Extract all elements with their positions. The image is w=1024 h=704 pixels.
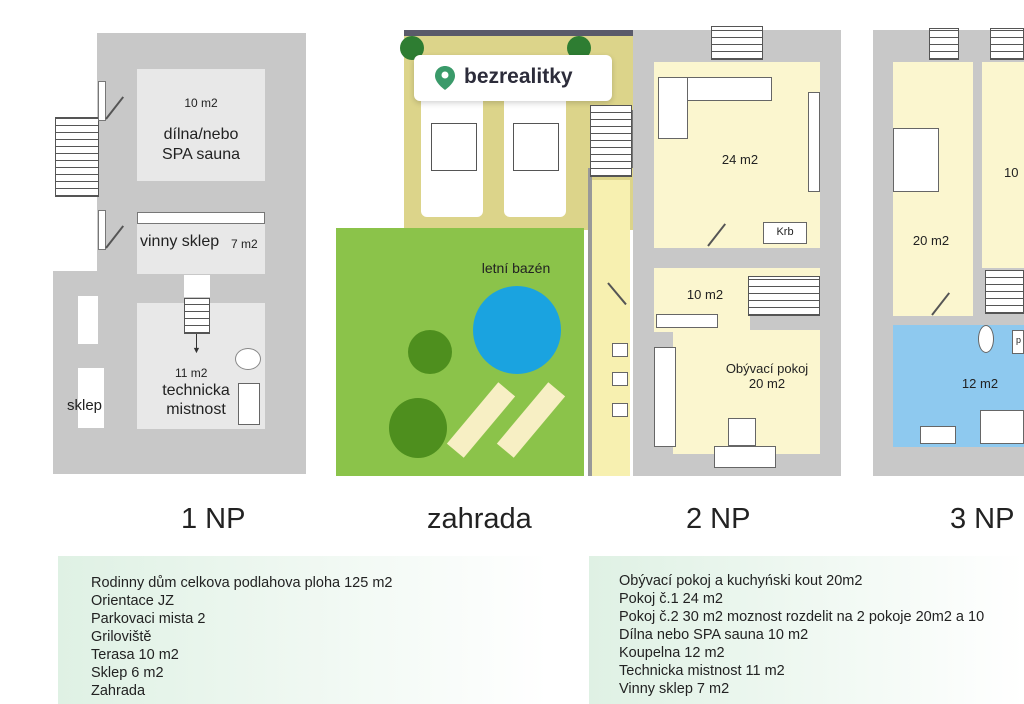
pool xyxy=(473,286,561,374)
tech-name-1: technicka xyxy=(162,382,230,399)
bathtub xyxy=(980,410,1024,444)
dilna-name-2: SPA sauna xyxy=(162,146,240,163)
room-dilna xyxy=(137,69,265,181)
vinny-sklep-label: vinny sklep xyxy=(140,233,220,250)
boiler xyxy=(235,348,261,370)
vinny-sklep-area: 7 m2 xyxy=(231,237,258,251)
info-right-item: Koupelna 12 m2 xyxy=(619,645,725,661)
tree-icon xyxy=(389,398,447,458)
info-left-item: Terasa 10 m2 xyxy=(91,647,179,663)
room-vinny-sklep xyxy=(137,224,265,274)
toilet-icon xyxy=(978,325,994,353)
parking-spot-2 xyxy=(504,95,566,217)
info-left-item: Orientace JZ xyxy=(91,593,174,609)
car-2 xyxy=(513,123,559,171)
sink xyxy=(920,426,956,444)
fireplace-label: Krb xyxy=(776,226,794,238)
bath-tag: p xyxy=(1016,335,1022,345)
car-1 xyxy=(431,123,477,171)
room-10m2 xyxy=(982,62,1024,268)
living-name: Obývací pokoj xyxy=(725,361,809,376)
info-left-item: Zahrada xyxy=(91,683,146,699)
stairs-np2 xyxy=(748,276,820,316)
sklep-label: sklep xyxy=(67,397,103,414)
terrace-stairs xyxy=(590,105,632,177)
bath-area: 12 m2 xyxy=(961,376,999,391)
info-right-item: Dílna nebo SPA sauna 10 m2 xyxy=(619,627,809,643)
info-panel-left xyxy=(58,556,548,704)
pool-label: letní bazén xyxy=(481,260,551,276)
kitchen-unit xyxy=(654,347,676,447)
living-area: 20 m2 xyxy=(748,376,786,391)
info-left-item: Rodinny dům celkova podlahova ploha 125 … xyxy=(91,575,393,591)
info-left-item: Griloviště xyxy=(91,629,152,645)
info-right-item: Obývací pokoj a kuchyński kout 20m2 xyxy=(619,573,863,589)
caption-3np: 3 NP xyxy=(950,503,1015,535)
brand-logo[interactable]: bezrealitky xyxy=(414,55,612,101)
info-right-item: Technicka mistnost 11 m2 xyxy=(619,663,785,679)
dilna-area: 10 m2 xyxy=(184,96,218,110)
fireplace xyxy=(763,222,807,244)
tank xyxy=(238,383,260,425)
info-panel-right xyxy=(589,556,1024,704)
bed xyxy=(893,128,939,192)
caption-2np: 2 NP xyxy=(686,503,751,535)
logo-text: bezrealitky xyxy=(464,65,573,88)
info-list-right: Obývací pokoj a kuchyński kout 20m2 Poko… xyxy=(619,572,984,698)
stairs-np1-lower xyxy=(184,298,210,334)
caption-1np: 1 NP xyxy=(181,503,246,535)
hall-area: 10 m2 xyxy=(686,287,724,302)
info-list-left: Rodinny dům celkova podlahova ploha 125 … xyxy=(91,574,392,700)
tech-area: 11 m2 xyxy=(175,366,208,380)
room-right-area: 10 xyxy=(1004,165,1019,180)
info-right-item: Vinny sklep 7 m2 xyxy=(619,681,730,697)
info-right-item: Pokoj č.2 30 m2 moznost rozdelit na 2 po… xyxy=(619,609,985,625)
info-left-item: Parkovaci mista 2 xyxy=(91,611,206,627)
dilna-name-1: dílna/nebo xyxy=(163,126,239,143)
table xyxy=(728,418,756,446)
info-left-item: Sklep 6 m2 xyxy=(91,665,164,681)
stairs-np3 xyxy=(985,270,1024,314)
stairs-np1 xyxy=(55,117,99,197)
room1-area: 24 m2 xyxy=(721,152,759,167)
tree-icon xyxy=(408,330,452,374)
terrace xyxy=(590,180,630,476)
caption-garden: zahrada xyxy=(427,503,532,535)
tech-name-2: mistnost xyxy=(166,401,226,418)
info-right-item: Pokoj č.1 24 m2 xyxy=(619,591,723,607)
location-pin-icon xyxy=(435,66,455,90)
room-left-area: 20 m2 xyxy=(912,233,950,248)
